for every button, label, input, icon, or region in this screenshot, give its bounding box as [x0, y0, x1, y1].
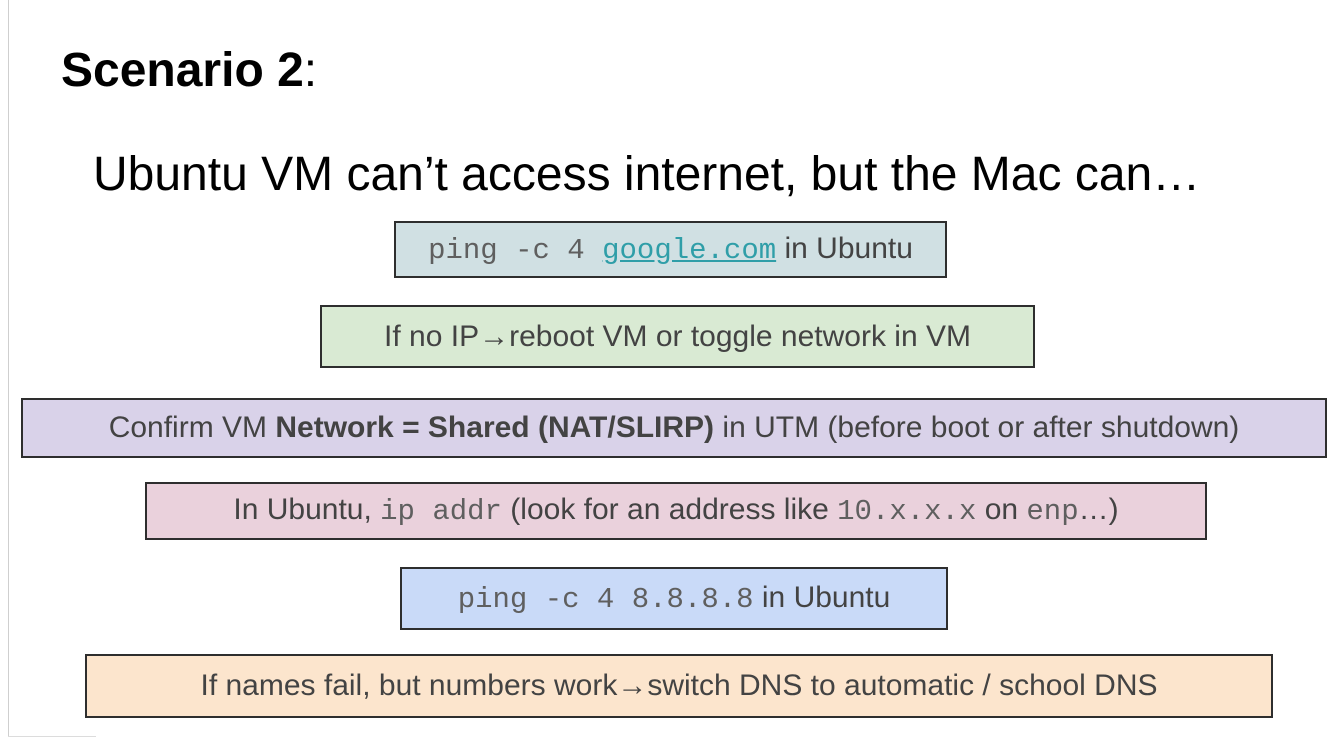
step-box-no-ip: If no IP→reboot VM or toggle network in …: [320, 305, 1035, 368]
step-box-ip-addr: In Ubuntu, ip addr (look for an address …: [145, 482, 1207, 540]
ping-google-command-text: ping -c 4: [428, 233, 603, 267]
ip-addr-mid1-text: (look for an address like: [501, 493, 838, 527]
slide-left-edge-line: [8, 0, 9, 736]
ping-ip-suffix-text: in Ubuntu: [753, 580, 891, 614]
ip-addr-suffix-text: …): [1078, 493, 1119, 527]
confirm-network-suffix-text: in UTM (before boot or after shutdown): [714, 411, 1240, 444]
ip-addr-interface-text: enp: [1026, 495, 1079, 529]
ping-ip-command-text: ping -c 4 8.8.8.8: [457, 582, 754, 616]
ip-addr-mid2-text: on: [976, 493, 1027, 527]
ip-addr-example-text: 10.x.x.x: [837, 495, 977, 529]
slide-title: Scenario 2:: [61, 42, 317, 100]
step-dns-text: If names fail, but numbers work→switch D…: [200, 669, 1158, 702]
step-box-ping-google: ping -c 4 google.com in Ubuntu: [394, 221, 947, 278]
step-box-confirm-network: Confirm VM Network = Shared (NAT/SLIRP) …: [21, 398, 1327, 458]
ip-addr-prefix-text: In Ubuntu,: [233, 493, 381, 527]
step-box-ping-ip: ping -c 4 8.8.8.8 in Ubuntu: [400, 567, 948, 630]
ping-google-suffix-text: in Ubuntu: [776, 231, 913, 265]
step-ping-google-text: ping -c 4 google.com in Ubuntu: [428, 231, 913, 269]
slide-subtitle: Ubuntu VM can’t access internet, but the…: [93, 148, 1201, 201]
step-ping-ip-text: ping -c 4 8.8.8.8 in Ubuntu: [458, 580, 891, 618]
slide-title-colon: :: [303, 44, 318, 97]
step-no-ip-text: If no IP→reboot VM or toggle network in …: [384, 319, 971, 353]
step-ip-addr-text: In Ubuntu, ip addr (look for an address …: [233, 492, 1118, 530]
step-box-dns: If names fail, but numbers work→switch D…: [85, 654, 1273, 718]
confirm-network-prefix-text: Confirm VM: [108, 411, 276, 444]
slide-bottom-edge-line: [8, 736, 96, 737]
ip-addr-command-text: ip addr: [380, 495, 502, 529]
slide-title-text: Scenario 2: [61, 44, 304, 97]
step-confirm-network-text: Confirm VM Network = Shared (NAT/SLIRP) …: [109, 410, 1240, 446]
google-com-link[interactable]: google.com: [602, 233, 777, 267]
confirm-network-bold-text: Network = Shared (NAT/SLIRP): [275, 411, 715, 444]
